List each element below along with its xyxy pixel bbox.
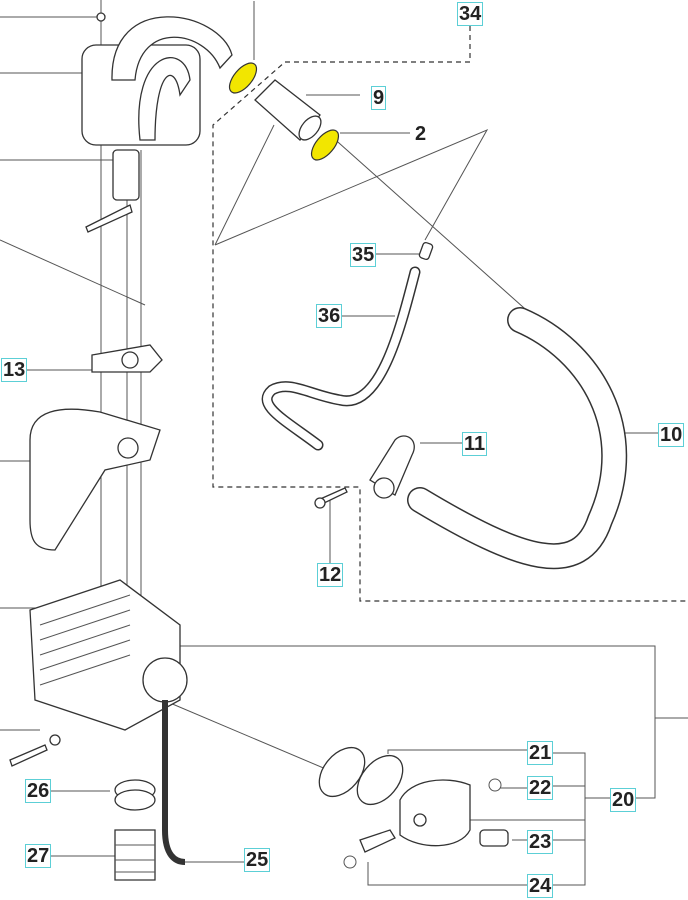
heat-shield (29, 408, 161, 551)
callout-20[interactable]: 20 (610, 788, 637, 812)
callout-9[interactable]: 9 (371, 86, 387, 110)
callout-10[interactable]: 10 (658, 423, 685, 447)
cylinder-bolt (9, 734, 61, 767)
callout-27[interactable]: 27 (25, 844, 52, 868)
screw-12 (314, 487, 348, 509)
reference-line (0, 239, 146, 306)
callout-12[interactable]: 12 (317, 563, 344, 587)
fitting-35 (418, 241, 434, 261)
gasket-13 (91, 344, 163, 373)
callout-34[interactable]: 34 (457, 2, 484, 26)
spark-arrestor-screen (85, 149, 140, 233)
callout-23[interactable]: 23 (527, 830, 554, 854)
intake-boot-27 (114, 829, 156, 881)
callout-36[interactable]: 36 (316, 304, 343, 328)
sleeve-9 (254, 79, 322, 141)
needle-bearing-23 (479, 829, 509, 847)
callout-25[interactable]: 25 (244, 848, 271, 872)
callout-11[interactable]: 11 (462, 432, 488, 456)
callout-21[interactable]: 21 (527, 741, 554, 765)
fuel-hose-36 (261, 266, 421, 451)
callout-13[interactable]: 13 (1, 358, 28, 382)
clamp-2 (310, 129, 340, 161)
piston-pin-24 (343, 829, 396, 869)
circlip-22 (488, 778, 502, 792)
leader-lines-left (0, 16, 118, 731)
leader-lines-mid (180, 253, 688, 799)
kit-34-dashed-boundary (212, 26, 688, 602)
callout-2[interactable]: 2 (415, 123, 427, 145)
clamp-upper (228, 62, 258, 94)
leader-lines-bottom (50, 699, 610, 886)
leader-lines-top (214, 1, 561, 341)
piston (399, 779, 471, 847)
callout-35[interactable]: 35 (350, 243, 377, 267)
callout-24[interactable]: 24 (527, 874, 554, 898)
piston-rings-21 (318, 746, 404, 806)
hose-clamp-26 (114, 779, 156, 811)
callout-22[interactable]: 22 (527, 776, 554, 800)
muffler (81, 12, 233, 146)
handle-bracket-11 (369, 435, 415, 499)
impulse-hose-25 (162, 700, 186, 865)
callout-26[interactable]: 26 (25, 779, 52, 803)
